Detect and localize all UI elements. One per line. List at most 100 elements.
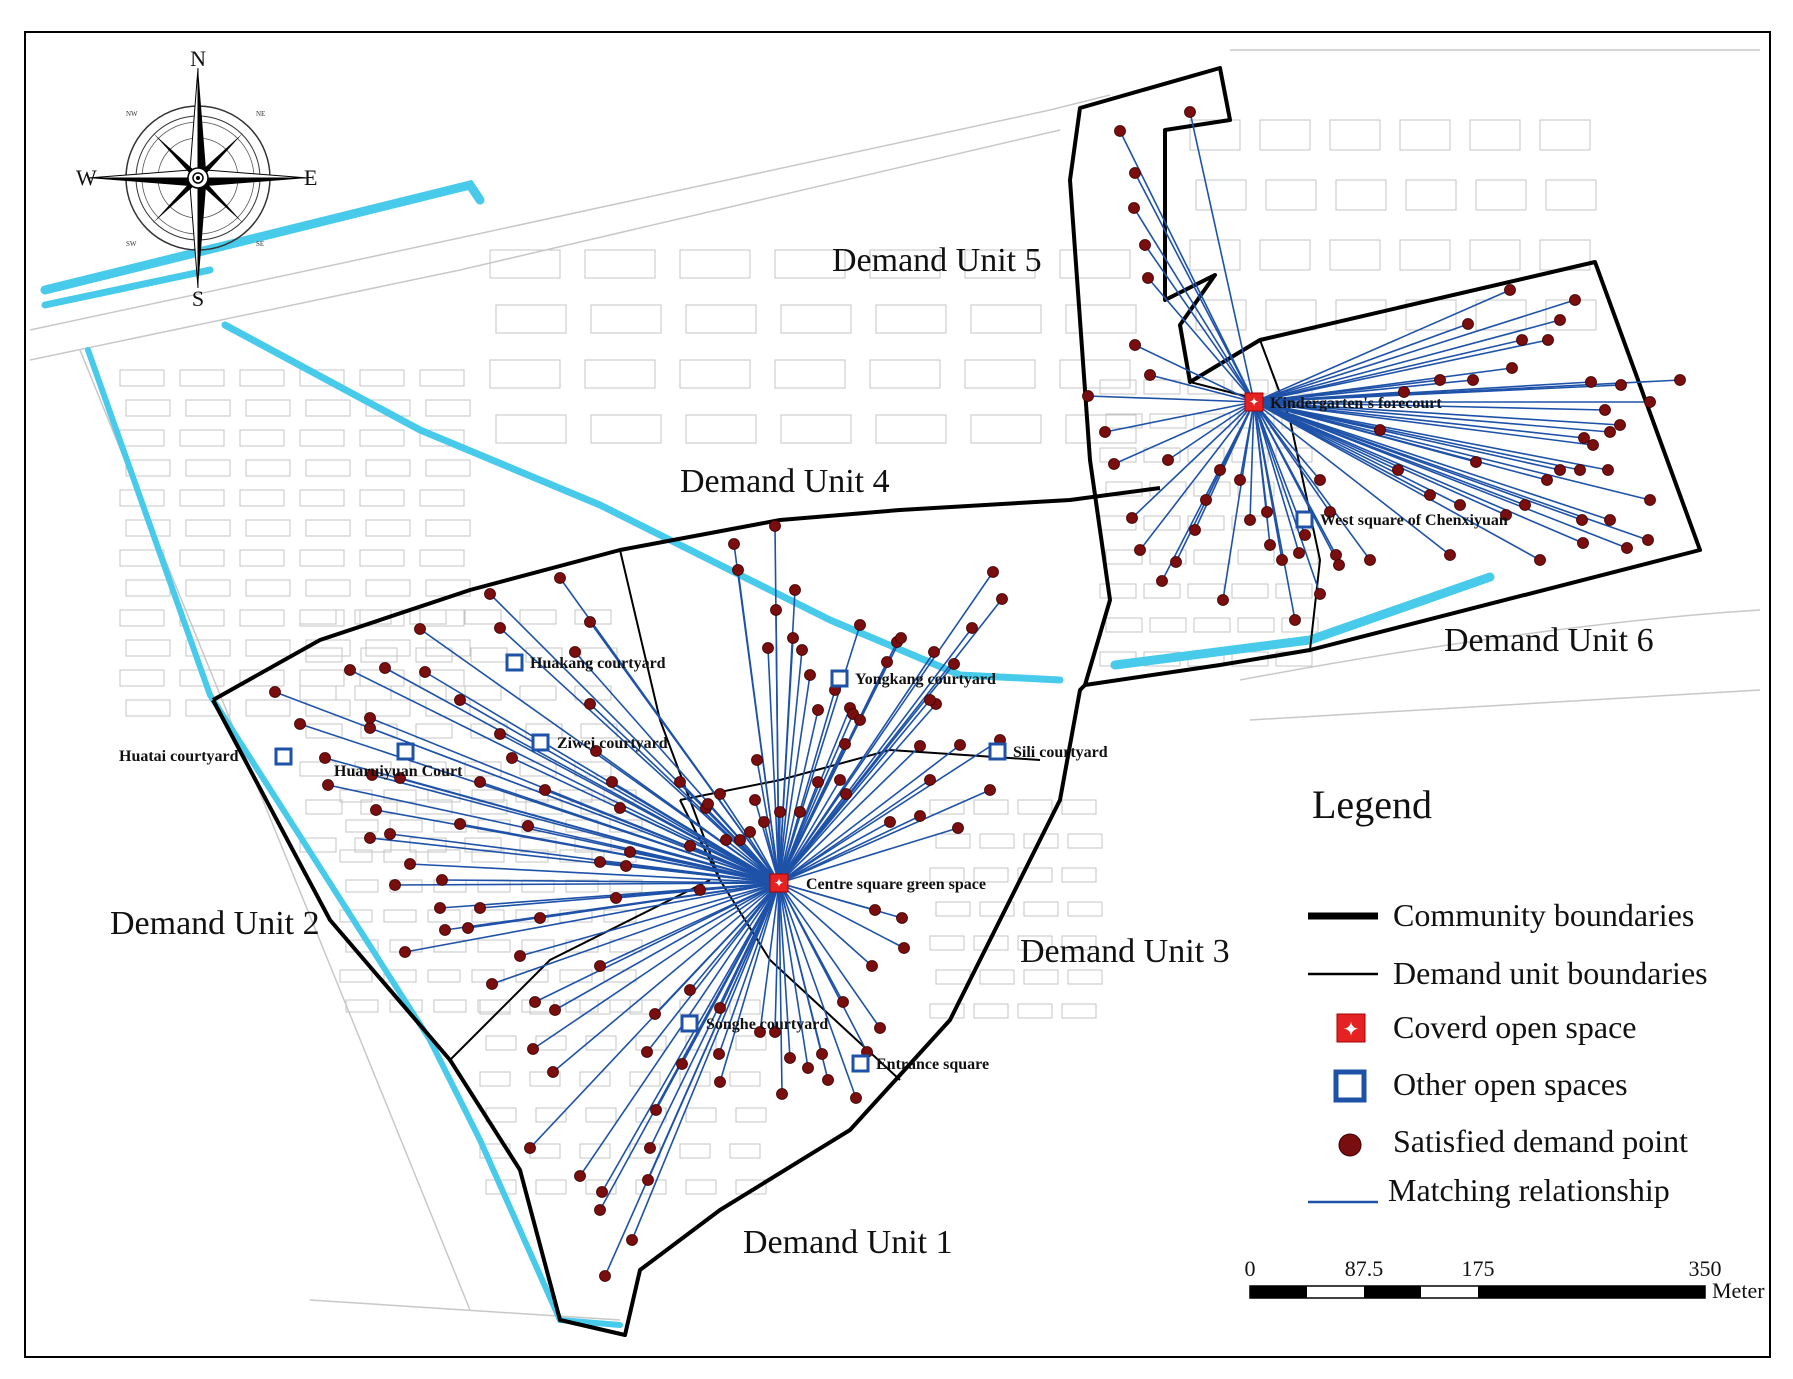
- demand-point: [996, 593, 1008, 605]
- matching-line: [778, 882, 791, 1059]
- matching-line: [778, 674, 811, 884]
- building-footprint: [1143, 379, 1181, 395]
- building-footprint: [774, 249, 846, 279]
- matching-line: [1134, 172, 1255, 403]
- demand-point: [599, 1270, 611, 1282]
- matching-line: [689, 845, 780, 884]
- matching-line: [1253, 401, 1321, 481]
- demand-point: [1162, 454, 1174, 466]
- demand-point: [404, 858, 416, 870]
- matching-line: [778, 815, 921, 884]
- building-footprint: [973, 867, 1009, 883]
- demand-point: [1444, 549, 1456, 561]
- matching-line: [1253, 401, 1451, 556]
- matching-line: [1189, 111, 1255, 403]
- site-labels: Centre square green space Kindergarten's…: [119, 395, 1508, 1073]
- building-footprint: [979, 901, 1015, 917]
- building-footprint: [1143, 447, 1181, 463]
- demand-point: [414, 623, 426, 635]
- matching-line: [1249, 401, 1255, 521]
- demand-point: [754, 1026, 766, 1038]
- building-footprint: [735, 1107, 767, 1123]
- building-footprint: [345, 999, 379, 1013]
- demand-point: [1189, 524, 1201, 536]
- demand-point: [1374, 424, 1386, 436]
- legend-matching-relationship: Matching relationship: [1388, 1172, 1670, 1208]
- demand-point: [866, 960, 878, 972]
- demand-point: [769, 520, 781, 532]
- demand-point: [676, 1058, 688, 1070]
- demand-point: [1602, 464, 1614, 476]
- building-footprint: [419, 549, 465, 567]
- demand-point: [344, 664, 356, 676]
- building-footprint: [1265, 179, 1317, 211]
- demand-point: [987, 566, 999, 578]
- label-huaruiyuan: Huaruiyuan Court: [334, 763, 463, 780]
- building-footprint: [679, 1143, 711, 1159]
- building-footprint: [179, 429, 225, 447]
- matching-line: [778, 627, 973, 884]
- demand-point: [1099, 426, 1111, 438]
- matching-line: [399, 777, 780, 884]
- building-footprint: [1059, 359, 1131, 389]
- matching-line: [778, 882, 881, 1029]
- demand-point: [837, 996, 849, 1008]
- demand-point: [484, 588, 496, 600]
- building-footprint: [365, 459, 411, 477]
- building-footprint: [464, 761, 502, 777]
- building-footprint: [1099, 583, 1137, 599]
- building-footprint: [1193, 617, 1231, 633]
- building-footprint: [299, 489, 345, 507]
- demand-point: [924, 774, 936, 786]
- matching-line: [479, 781, 780, 884]
- demand-point: [774, 806, 786, 818]
- building-footprint: [464, 685, 502, 701]
- label-sili: Sili courtyard: [1013, 744, 1108, 761]
- building-footprint: [305, 799, 343, 815]
- demand-point: [854, 619, 866, 631]
- matching-line: [1222, 401, 1255, 601]
- matching-line: [1134, 344, 1255, 403]
- building-footprint: [1061, 935, 1097, 951]
- demand-point: [1604, 514, 1616, 526]
- demand-point: [1314, 474, 1326, 486]
- covered-open-space-kindergarten: ✦: [1244, 392, 1264, 412]
- building-footprint: [245, 699, 291, 717]
- building-footprint: [1475, 179, 1527, 211]
- other-open-space-markers: [274, 510, 1314, 1073]
- matching-line: [778, 699, 931, 884]
- matching-line: [1253, 299, 1576, 403]
- building-footprint: [354, 685, 392, 701]
- demand-point: [812, 776, 824, 788]
- demand-point: [1184, 106, 1196, 118]
- other-open-space-icon: [396, 742, 415, 761]
- scale-unit: Meter: [1712, 1278, 1765, 1303]
- matching-line: [1167, 401, 1255, 461]
- demand-point: [584, 698, 596, 710]
- demand-point: [1467, 374, 1479, 386]
- demand-point: [1144, 369, 1156, 381]
- matching-line: [499, 733, 780, 884]
- matching-line: [778, 739, 1001, 884]
- svg-text:SE: SE: [256, 240, 264, 248]
- matching-line: [646, 882, 780, 1053]
- matching-line: [499, 627, 780, 884]
- building-footprint: [489, 359, 561, 389]
- matching-line: [1253, 339, 1549, 403]
- building-footprint: [464, 837, 502, 853]
- demand-point: [590, 745, 602, 757]
- building-footprint: [299, 761, 337, 777]
- building-footprint: [1065, 414, 1137, 444]
- svg-text:SW: SW: [126, 240, 137, 248]
- building-footprint: [185, 399, 231, 417]
- building-footprint: [1237, 481, 1275, 497]
- matching-line: [1253, 401, 1581, 471]
- building-footprint: [1067, 833, 1103, 849]
- building-footprint: [1469, 119, 1521, 151]
- demand-point: [674, 776, 686, 788]
- building-footprint: [685, 414, 757, 444]
- matching-line: [534, 882, 780, 1003]
- demand-point: [787, 632, 799, 644]
- demand-point: [486, 978, 498, 990]
- building-footprint: [679, 359, 751, 389]
